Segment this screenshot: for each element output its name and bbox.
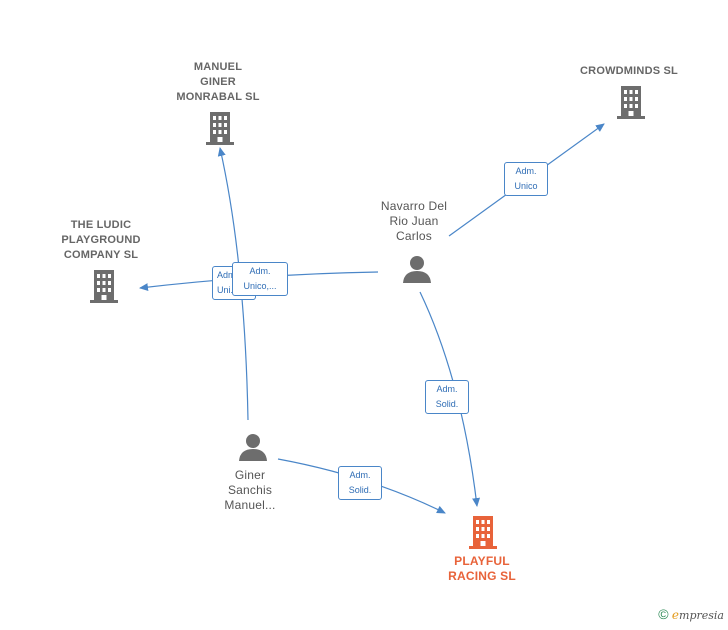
person-label-navarro[interactable]: Navarro Del Rio Juan Carlos [364,199,464,244]
label-line: Adm. [436,384,458,394]
person-label-giner-sanchis[interactable]: Giner Sanchis Manuel... [200,468,300,513]
label-line: Manuel... [224,498,276,512]
brand-watermark: © empresia [658,606,724,622]
label-line: PLAYGROUND [61,234,141,246]
label-line: COMPANY SL [63,249,139,261]
brand-name: mpresia [679,609,724,622]
label-line: Sanchis [227,483,273,497]
label-line: Uni... [217,285,239,295]
edge-label-navarro-playful[interactable]: Adm. Solid. [425,380,469,414]
label-line: Rio Juan [389,214,439,228]
building-focus-icon[interactable] [467,514,499,550]
edge-label-navarro-crowdminds[interactable]: Adm. Unico [504,162,548,196]
label-line: PLAYFUL [454,554,510,568]
edge-label-navarro-ludic[interactable]: Adm. Unico,... [232,262,288,296]
company-label-playful[interactable]: PLAYFUL RACING SL [430,554,534,584]
label-line: Unico [514,181,538,191]
label-line: Adm. [249,266,271,276]
edge-label-giner-playful[interactable]: Adm. Solid. [338,466,382,500]
label-line: CROWDMINDS SL [580,65,678,77]
company-label-crowdminds[interactable]: CROWDMINDS SL [570,64,688,79]
label-line: Adm. [515,166,537,176]
company-label-manuel-giner[interactable]: MANUEL GINER MONRABAL SL [160,60,276,105]
label-line: Carlos [396,229,432,243]
company-label-ludic[interactable]: THE LUDIC PLAYGROUND COMPANY SL [44,218,158,263]
label-line: MONRABAL SL [176,91,260,103]
label-line: Solid. [435,399,459,409]
building-icon[interactable] [615,84,647,120]
label-line: Giner [234,468,266,482]
label-line: RACING SL [448,569,516,583]
building-icon[interactable] [204,110,236,146]
person-icon[interactable] [401,254,433,284]
label-line: Adm. [349,470,371,480]
brand-logo-initial: e [671,608,680,622]
label-line: THE LUDIC [70,219,132,231]
person-icon[interactable] [237,432,269,462]
copyright-icon: © [658,606,669,622]
label-line: MANUEL [193,61,243,73]
building-icon[interactable] [88,268,120,304]
label-line: GINER [200,76,236,88]
label-line: Solid. [348,485,372,495]
label-line: Adm. [217,270,239,280]
label-line: Navarro Del [380,199,448,213]
label-line: Unico,... [243,281,277,291]
